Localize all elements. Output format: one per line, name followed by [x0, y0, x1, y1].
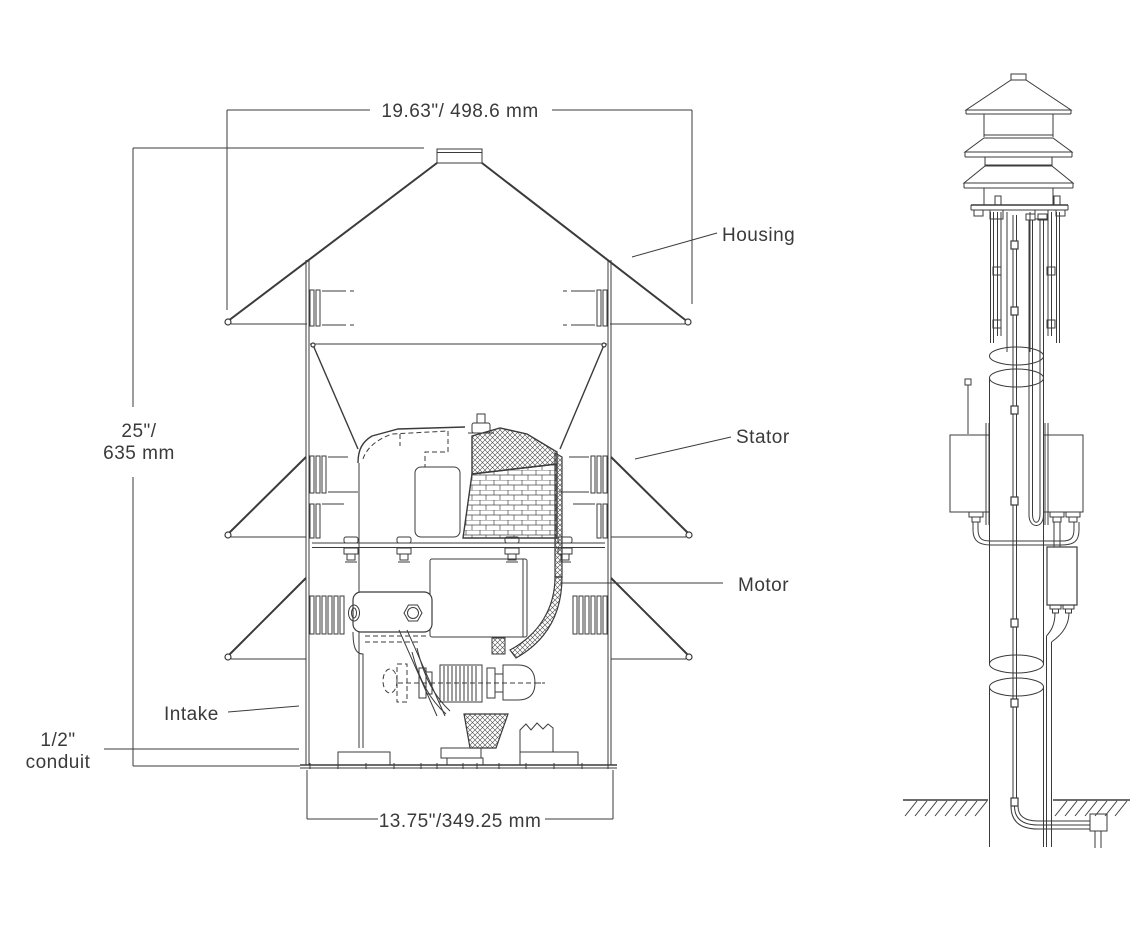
dimension-bottom-width: 13.75"/349.25 mm — [306, 770, 614, 832]
junction-box — [1046, 546, 1078, 847]
conduit-label-line1: 1/2" — [40, 730, 75, 751]
deflector-skirts — [224, 456, 693, 661]
bar-bolt — [343, 536, 359, 563]
pole-siren-roof — [962, 73, 1075, 206]
intake-label: Intake — [164, 704, 219, 725]
dimension-top-width: 19.63"/ 498.6 mm — [226, 101, 693, 310]
housing-walls — [305, 260, 612, 765]
dim-bottom-width-text: 13.75"/349.25 mm — [379, 811, 542, 832]
underground-feed — [1010, 805, 1108, 848]
antenna-icon — [964, 378, 972, 386]
bar-bolt — [504, 536, 520, 563]
base-plate — [300, 763, 617, 769]
mounting-plate — [970, 204, 1069, 221]
louver-vents — [309, 289, 608, 635]
label-stator: Stator — [634, 427, 790, 460]
dimension-height: 25"/ 635 mm — [103, 147, 424, 767]
pole-installation-view — [903, 73, 1130, 848]
pole-conduits — [1010, 215, 1044, 807]
cross-section-view: 19.63"/ 498.6 mm 25"/ 635 mm 13.75"/349.… — [26, 101, 795, 832]
motor-label: Motor — [738, 575, 789, 596]
mounting-straps — [990, 212, 1060, 352]
stator-label: Stator — [736, 427, 790, 448]
stator-section — [358, 427, 563, 748]
housing-label: Housing — [722, 225, 795, 246]
cabinet-conduit-loop — [968, 511, 1081, 547]
dim-top-width-text: 19.63"/ 498.6 mm — [381, 101, 538, 122]
label-conduit: 1/2" conduit — [26, 730, 299, 773]
rotor-cover — [357, 413, 494, 538]
stator-mounting-bar — [312, 536, 605, 563]
intake-cone — [310, 342, 607, 450]
conduit-label-line2: conduit — [26, 752, 91, 773]
housing-roof — [224, 148, 692, 326]
ground-line — [903, 799, 1130, 817]
dim-height-text-line2: 635 mm — [103, 443, 175, 464]
label-housing: Housing — [631, 225, 795, 258]
dim-height-text-line1: 25"/ — [121, 421, 156, 442]
bar-bolt — [557, 536, 573, 563]
label-intake: Intake — [164, 704, 300, 725]
motor-assembly — [337, 558, 579, 766]
bar-bolt — [396, 536, 412, 563]
label-motor: Motor — [560, 575, 789, 596]
